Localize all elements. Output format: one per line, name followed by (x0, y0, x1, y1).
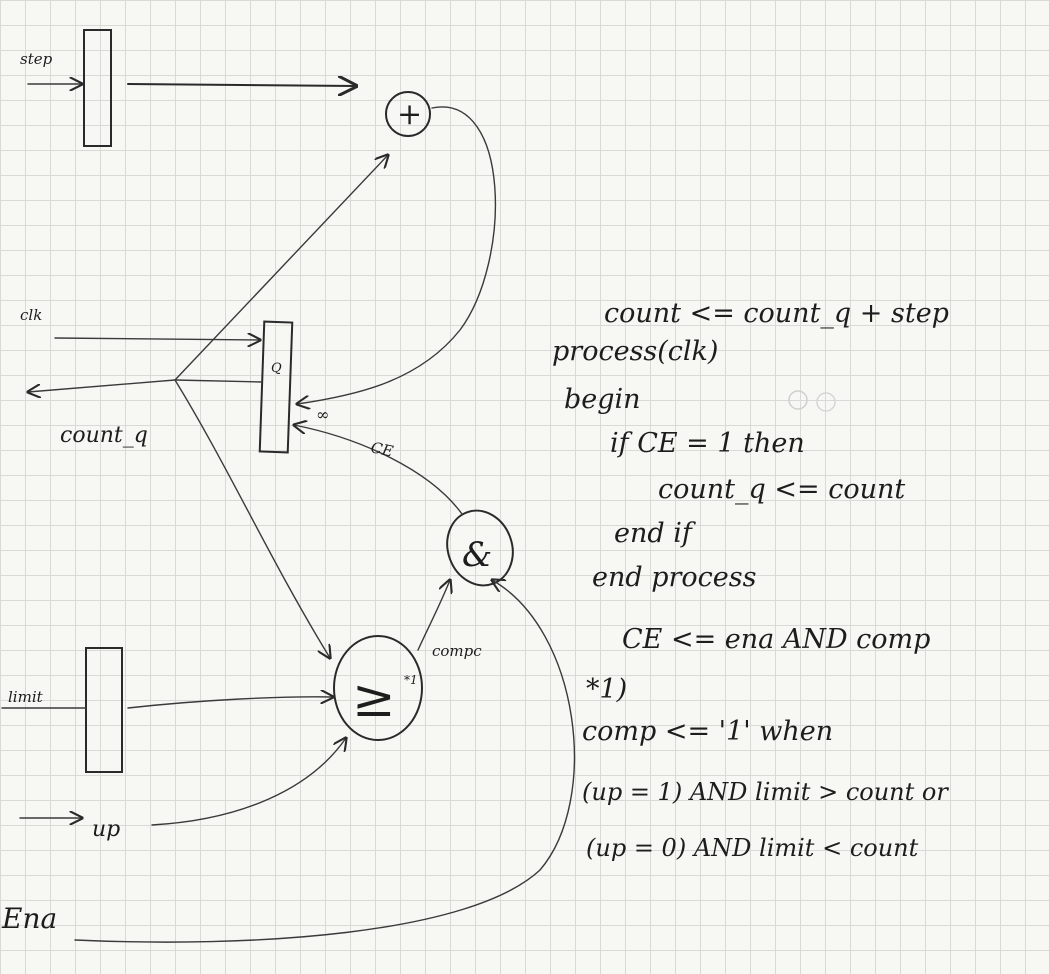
step-to-adder-arrow (127, 84, 356, 86)
code-line-2: process(clk) (552, 336, 718, 367)
count-q-output-arrow (28, 379, 176, 392)
ena-label: Ena (1, 902, 57, 935)
code-line-4: if CE = 1 then (610, 428, 805, 459)
adder-to-register-arrow (297, 106, 497, 404)
q-port-label: Q (271, 361, 282, 376)
ena-to-and-arrow (74, 580, 576, 943)
up-to-comparator-arrow (151, 738, 346, 826)
step-register (83, 29, 112, 147)
adder-symbol: + (397, 97, 422, 132)
code-line-3: begin (564, 384, 641, 415)
comparator-node (333, 635, 423, 741)
and-to-register-ce-arrow (294, 425, 463, 515)
clk-label: clk (20, 306, 42, 324)
pencil-smudge-2 (816, 392, 836, 412)
compc-label: compc (432, 642, 482, 660)
code-line-9: *1) (586, 674, 627, 705)
code-line-11: (up = 1) AND limit > count or (582, 778, 949, 806)
count-q-register (258, 320, 294, 454)
comparator-to-and-arrow (417, 580, 450, 651)
pencil-smudge (788, 390, 808, 410)
code-line-6: end if (614, 518, 696, 549)
code-line-1: count <= count_q + step (604, 298, 949, 329)
code-line-10: comp <= '1' when (582, 716, 833, 747)
code-line-12: (up = 0) AND limit < count (586, 834, 919, 862)
count-q-to-adder-arrow (174, 155, 388, 381)
reset-marker: ∞ (316, 405, 329, 424)
limit-to-comparator-arrow (127, 697, 333, 709)
code-block: count <= count_q + step process(clk) beg… (552, 298, 949, 862)
code-line-5: count_q <= count (658, 474, 905, 505)
and-gate-symbol: & (462, 535, 492, 575)
comparator-superscript: *1 (404, 673, 418, 687)
limit-register (85, 647, 123, 773)
comparator-symbol: ≥ (352, 669, 396, 729)
ce-label: CE (369, 438, 395, 460)
code-line-8: CE <= ena AND comp (622, 624, 930, 655)
count-q-label: count_q (60, 423, 148, 448)
clk-input-arrow (54, 338, 260, 340)
adder-node (385, 91, 431, 137)
limit-label: limit (8, 688, 44, 706)
register-output-line (174, 379, 263, 383)
code-line-7: end process (592, 562, 757, 593)
count-q-to-comparator-arrow (174, 379, 330, 658)
up-label: up (92, 817, 120, 842)
step-label: step (20, 50, 53, 68)
